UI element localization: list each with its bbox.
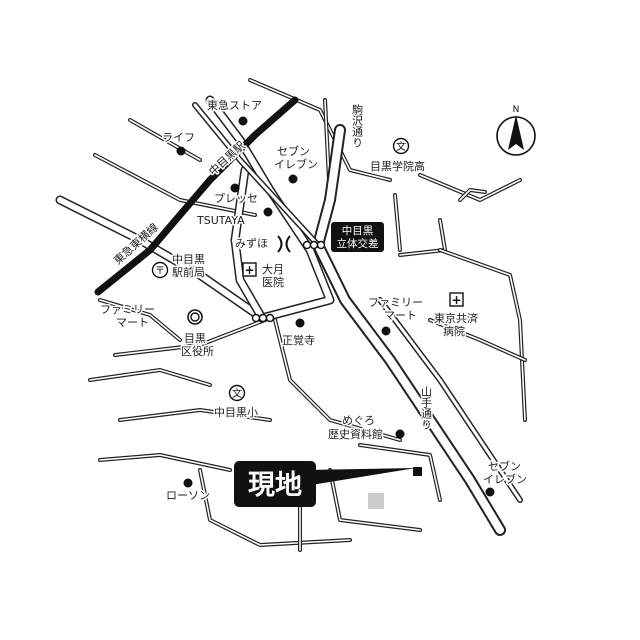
family-mart-right-label-2: マート bbox=[384, 309, 417, 322]
post-office-label-1: 中目黒 bbox=[172, 253, 205, 266]
landmark-dots bbox=[176, 116, 495, 497]
svg-text:N: N bbox=[513, 105, 520, 115]
seven-right-label-2: イレブン bbox=[483, 472, 527, 486]
current-location-badge: 現地 bbox=[234, 461, 316, 507]
kyosai-hospital-label-2: 病院 bbox=[443, 324, 465, 338]
svg-text:〒: 〒 bbox=[155, 266, 165, 277]
railway-line bbox=[94, 96, 299, 296]
tokyu-store-label: 東急ストア bbox=[207, 98, 262, 112]
intersection-badge: 中目黒 立体交差 bbox=[331, 222, 384, 252]
ward-office-label-2: 区役所 bbox=[181, 344, 214, 358]
komazawa-dori-road bbox=[55, 95, 335, 323]
seven-top-label-2: イレブン bbox=[274, 157, 318, 171]
nakameguro-elementary-label: 中目黒小 bbox=[214, 406, 258, 419]
north-arrow-icon: N bbox=[496, 105, 536, 156]
svg-text:文: 文 bbox=[396, 140, 406, 153]
otsuki-clinic-label-1: 大月 bbox=[262, 262, 284, 276]
life-label: ライフ bbox=[162, 131, 195, 144]
family-mart-left-label-1: ファミリー bbox=[100, 303, 155, 316]
target-block bbox=[368, 493, 384, 509]
street-labels: 駒沢通り 山手通り bbox=[349, 102, 434, 431]
mizuho-label: みずほ bbox=[235, 237, 268, 250]
minor-streets bbox=[88, 78, 527, 552]
lawson-label: ローソン bbox=[166, 489, 210, 502]
ward-office-icon bbox=[187, 309, 203, 325]
yamate-street-label: 山手通り bbox=[420, 386, 433, 430]
post-office-label-2: 駅前局 bbox=[172, 265, 205, 279]
history-museum-label-2: 歴史資料館 bbox=[328, 427, 383, 441]
seven-right-label-1: セブン bbox=[488, 459, 521, 473]
otsuki-clinic-label-2: 医院 bbox=[262, 275, 284, 289]
intersection-label-line2: 立体交差 bbox=[337, 237, 379, 250]
tsutaya-label: TSUTAYA bbox=[196, 214, 245, 227]
ward-office-label-1: 目黒 bbox=[184, 332, 206, 345]
svg-text:+: + bbox=[451, 293, 461, 307]
building-marker bbox=[413, 467, 422, 476]
meguro-gakuin-label: 目黒学院高 bbox=[370, 159, 425, 173]
post-office-icon: 〒 bbox=[151, 261, 169, 279]
shokakuji-label: 正覚寺 bbox=[282, 334, 315, 347]
mizuho-bank-icon bbox=[277, 235, 291, 253]
family-mart-right-label-1: ファミリー bbox=[368, 296, 423, 309]
plessey-label: プレッセ bbox=[214, 192, 258, 205]
svg-text:+: + bbox=[244, 263, 254, 277]
komazawa-street-label: 駒沢通り bbox=[351, 104, 364, 148]
seven-top-label-1: セブン bbox=[277, 144, 310, 158]
school-icon-meguro-gakuin: 文 bbox=[392, 137, 410, 155]
family-mart-left-label-2: マート bbox=[116, 316, 149, 329]
location-pointer bbox=[305, 468, 416, 486]
intersection-label-line1: 中目黒 bbox=[342, 224, 374, 237]
school-icon-nakameguro-elem: 文 bbox=[228, 384, 246, 402]
current-location-label: 現地 bbox=[248, 470, 302, 501]
hospital-icon-kyosai: + bbox=[449, 292, 464, 307]
history-museum-label-1: めぐろ bbox=[342, 414, 375, 427]
kyosai-hospital-label-1: 東京共済 bbox=[434, 311, 478, 325]
svg-text:文: 文 bbox=[232, 387, 242, 400]
yamate-dori-road bbox=[192, 102, 523, 536]
landmark-labels: 東急ストア ライフ セブン イレブン 目黒学院高 プレッセ TSUTAYA みず… bbox=[99, 97, 529, 504]
hospital-icon-otsuki: + bbox=[242, 262, 257, 277]
intersection-dots bbox=[251, 240, 326, 323]
